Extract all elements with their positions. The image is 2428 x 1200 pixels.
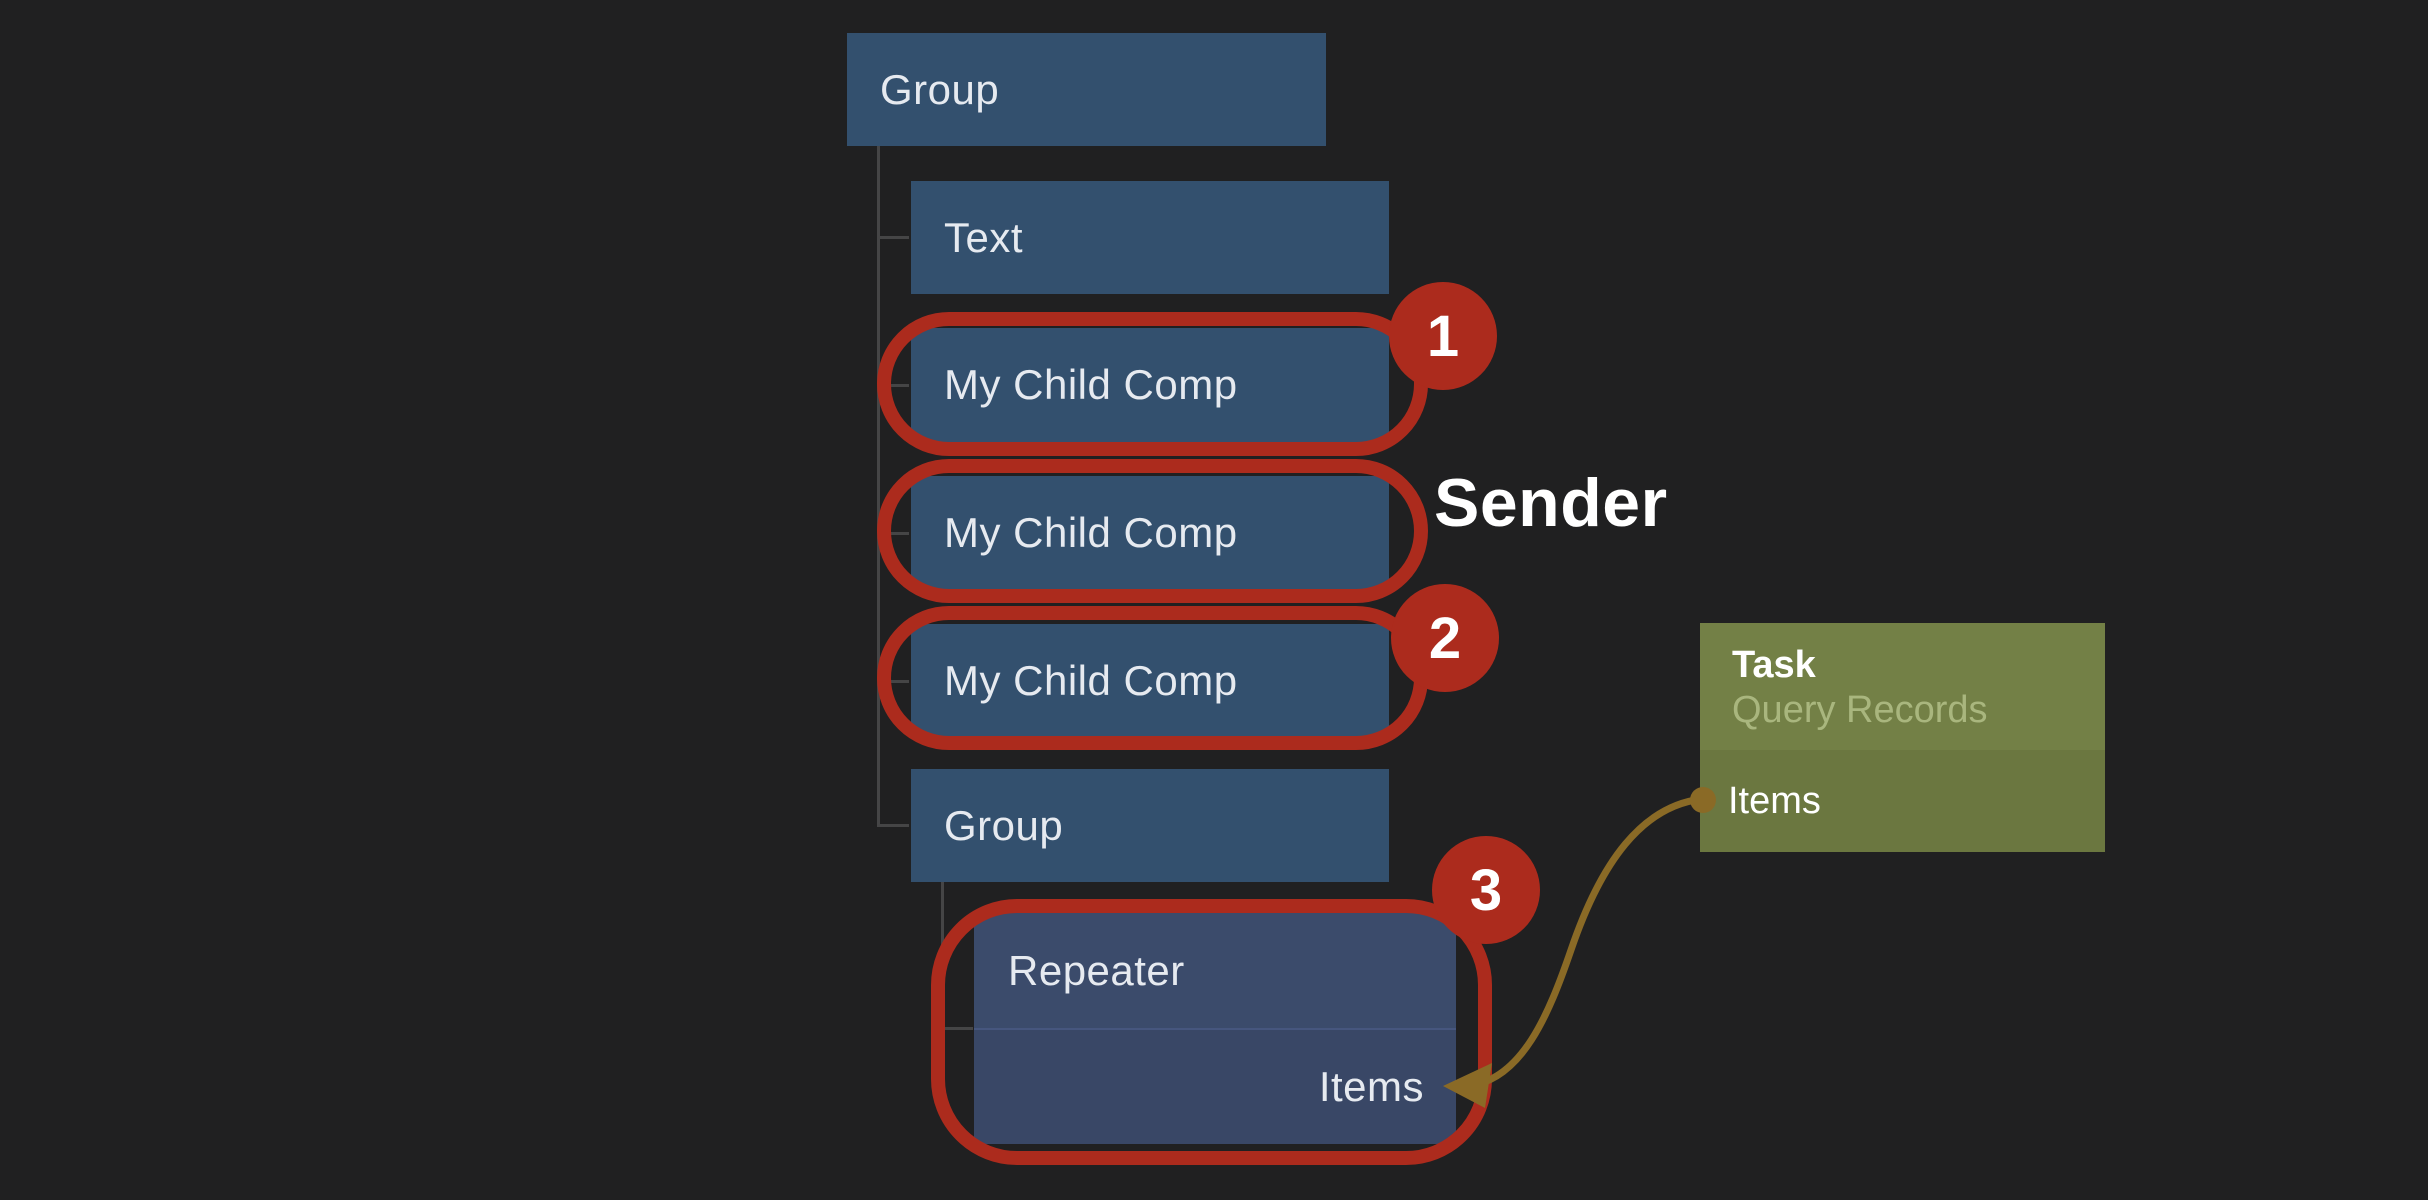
annotation-ring-1	[877, 312, 1428, 456]
tree-node-label: My Child Comp	[944, 361, 1238, 408]
tree-node-group-root[interactable]: Group	[847, 33, 1326, 146]
sender-label: Sender	[1434, 465, 1668, 541]
tree-node-label: Group	[944, 801, 1064, 849]
tree-node-text[interactable]: Text	[911, 181, 1389, 294]
tree-node-label: My Child Comp	[944, 657, 1238, 704]
tree-node-group-nested[interactable]: Group	[911, 769, 1389, 882]
badge-number: 2	[1428, 605, 1462, 671]
annotation-ring-sender	[877, 459, 1428, 603]
task-card[interactable]: Task Query Records Items	[1700, 623, 2105, 852]
task-items-port[interactable]: Items	[1700, 750, 2105, 852]
tree-node-label: Group	[880, 65, 1000, 113]
task-card-header: Task Query Records	[1700, 623, 2105, 750]
badge-number: 1	[1426, 303, 1460, 369]
repeater-items-port[interactable]: Items	[974, 1028, 1456, 1144]
tree-node-my-child-comp-1[interactable]: My Child Comp	[911, 328, 1389, 442]
badge-circle-2: 2	[1391, 584, 1499, 692]
repeater-header: Repeater	[974, 913, 1456, 1028]
tree-node-repeater[interactable]: Repeater Items	[974, 913, 1456, 1144]
task-subtitle: Query Records	[1732, 688, 1988, 731]
badge-number: 3	[1469, 857, 1503, 923]
tree-connector-tick-repeater	[941, 1027, 973, 1030]
repeater-title: Repeater	[1008, 946, 1185, 994]
badge-circle-3: 3	[1432, 836, 1540, 944]
task-title: Task	[1732, 643, 1816, 686]
tree-node-my-child-comp-3[interactable]: My Child Comp	[911, 624, 1389, 738]
tree-node-label: Text	[944, 213, 1024, 261]
annotation-ring-2	[877, 606, 1428, 750]
tree-connector-tick-group2	[877, 824, 909, 827]
badge-circle-1: 1	[1389, 282, 1497, 390]
tree-connector-vertical-main	[877, 146, 880, 827]
annotation-ring-3	[931, 899, 1492, 1165]
tree-node-my-child-comp-2[interactable]: My Child Comp	[911, 476, 1389, 590]
tree-node-label: My Child Comp	[944, 509, 1238, 556]
tree-connector-tick-text	[877, 236, 909, 239]
task-items-port-label: Items	[1728, 779, 1821, 822]
